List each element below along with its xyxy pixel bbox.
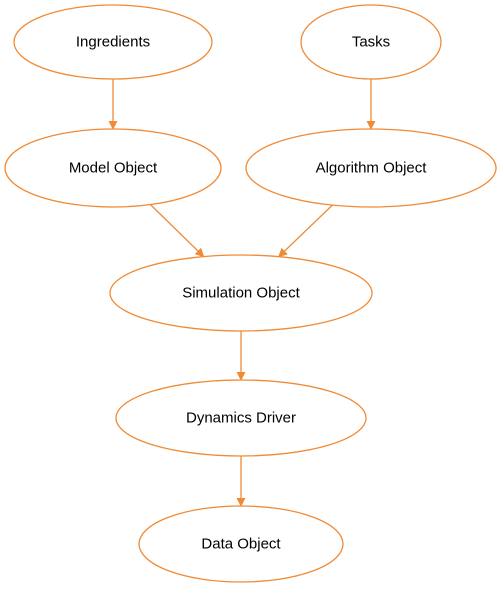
node-simulation-label: Simulation Object [182,285,300,302]
node-model-ellipse [4,128,222,208]
node-dynamics: Dynamics Driver [115,379,367,457]
edge-model-to-simulation [150,204,205,258]
node-data-label: Data Object [201,536,281,553]
node-data-ellipse [138,505,344,583]
node-simulation-ellipse [109,254,373,332]
edge-algorithm-to-simulation [278,204,333,258]
node-tasks-ellipse [300,4,442,80]
node-simulation: Simulation Object [109,254,373,332]
node-tasks: Tasks [300,4,442,80]
node-algorithm-ellipse [245,128,497,208]
node-ingredients-label: Ingredients [76,34,150,51]
node-model-label: Model Object [69,160,158,177]
node-model: Model Object [4,128,222,208]
node-tasks-label: Tasks [352,34,390,51]
node-ingredients-ellipse [13,4,213,80]
node-algorithm-label: Algorithm Object [316,160,428,177]
node-dynamics-label: Dynamics Driver [186,410,296,427]
node-dynamics-ellipse [115,379,367,457]
node-data: Data Object [138,505,344,583]
node-ingredients: Ingredients [13,4,213,80]
edges [108,79,376,507]
node-algorithm: Algorithm Object [245,128,497,208]
